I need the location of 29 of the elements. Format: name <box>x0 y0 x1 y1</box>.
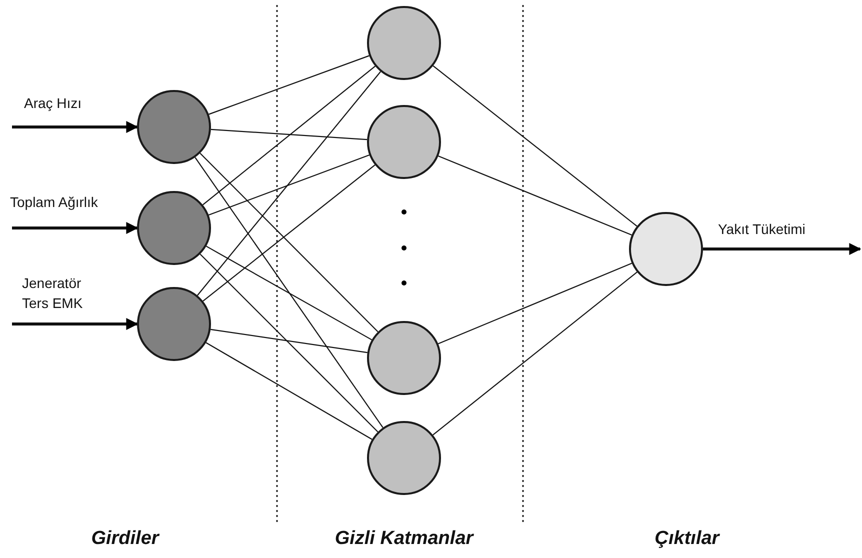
neuron-circle <box>367 6 441 80</box>
edge-label: Araç Hızı <box>24 94 82 113</box>
connection-line <box>200 254 378 432</box>
arrow <box>12 318 138 330</box>
arrow <box>12 222 138 234</box>
connection-line <box>438 262 632 344</box>
edge-label: Toplam Ağırlık <box>10 193 98 212</box>
edge-label: Yakıt Tüketimi <box>718 220 806 239</box>
connection-line <box>202 66 376 206</box>
layer-heading: Gizli Katmanlar <box>334 528 474 550</box>
connection-line <box>197 71 381 296</box>
connection-line <box>194 157 384 428</box>
connection-line <box>210 328 368 354</box>
layer-heading: Çıktılar <box>654 528 720 550</box>
connection-line <box>432 272 638 436</box>
connection-line <box>202 164 376 302</box>
connection-line <box>432 65 638 227</box>
connection-line <box>206 342 372 440</box>
layer-heading: Girdiler <box>91 528 159 550</box>
connection-line <box>206 246 372 340</box>
arrow <box>12 121 138 133</box>
connection-line <box>208 55 370 115</box>
edge-label: Jeneratör Ters EMK <box>22 274 84 313</box>
connection-line <box>210 128 368 140</box>
connection-line <box>200 152 378 332</box>
connection-line <box>438 155 632 236</box>
arrow <box>703 243 862 255</box>
connection-line <box>208 154 370 216</box>
neuron-circle <box>367 421 441 495</box>
